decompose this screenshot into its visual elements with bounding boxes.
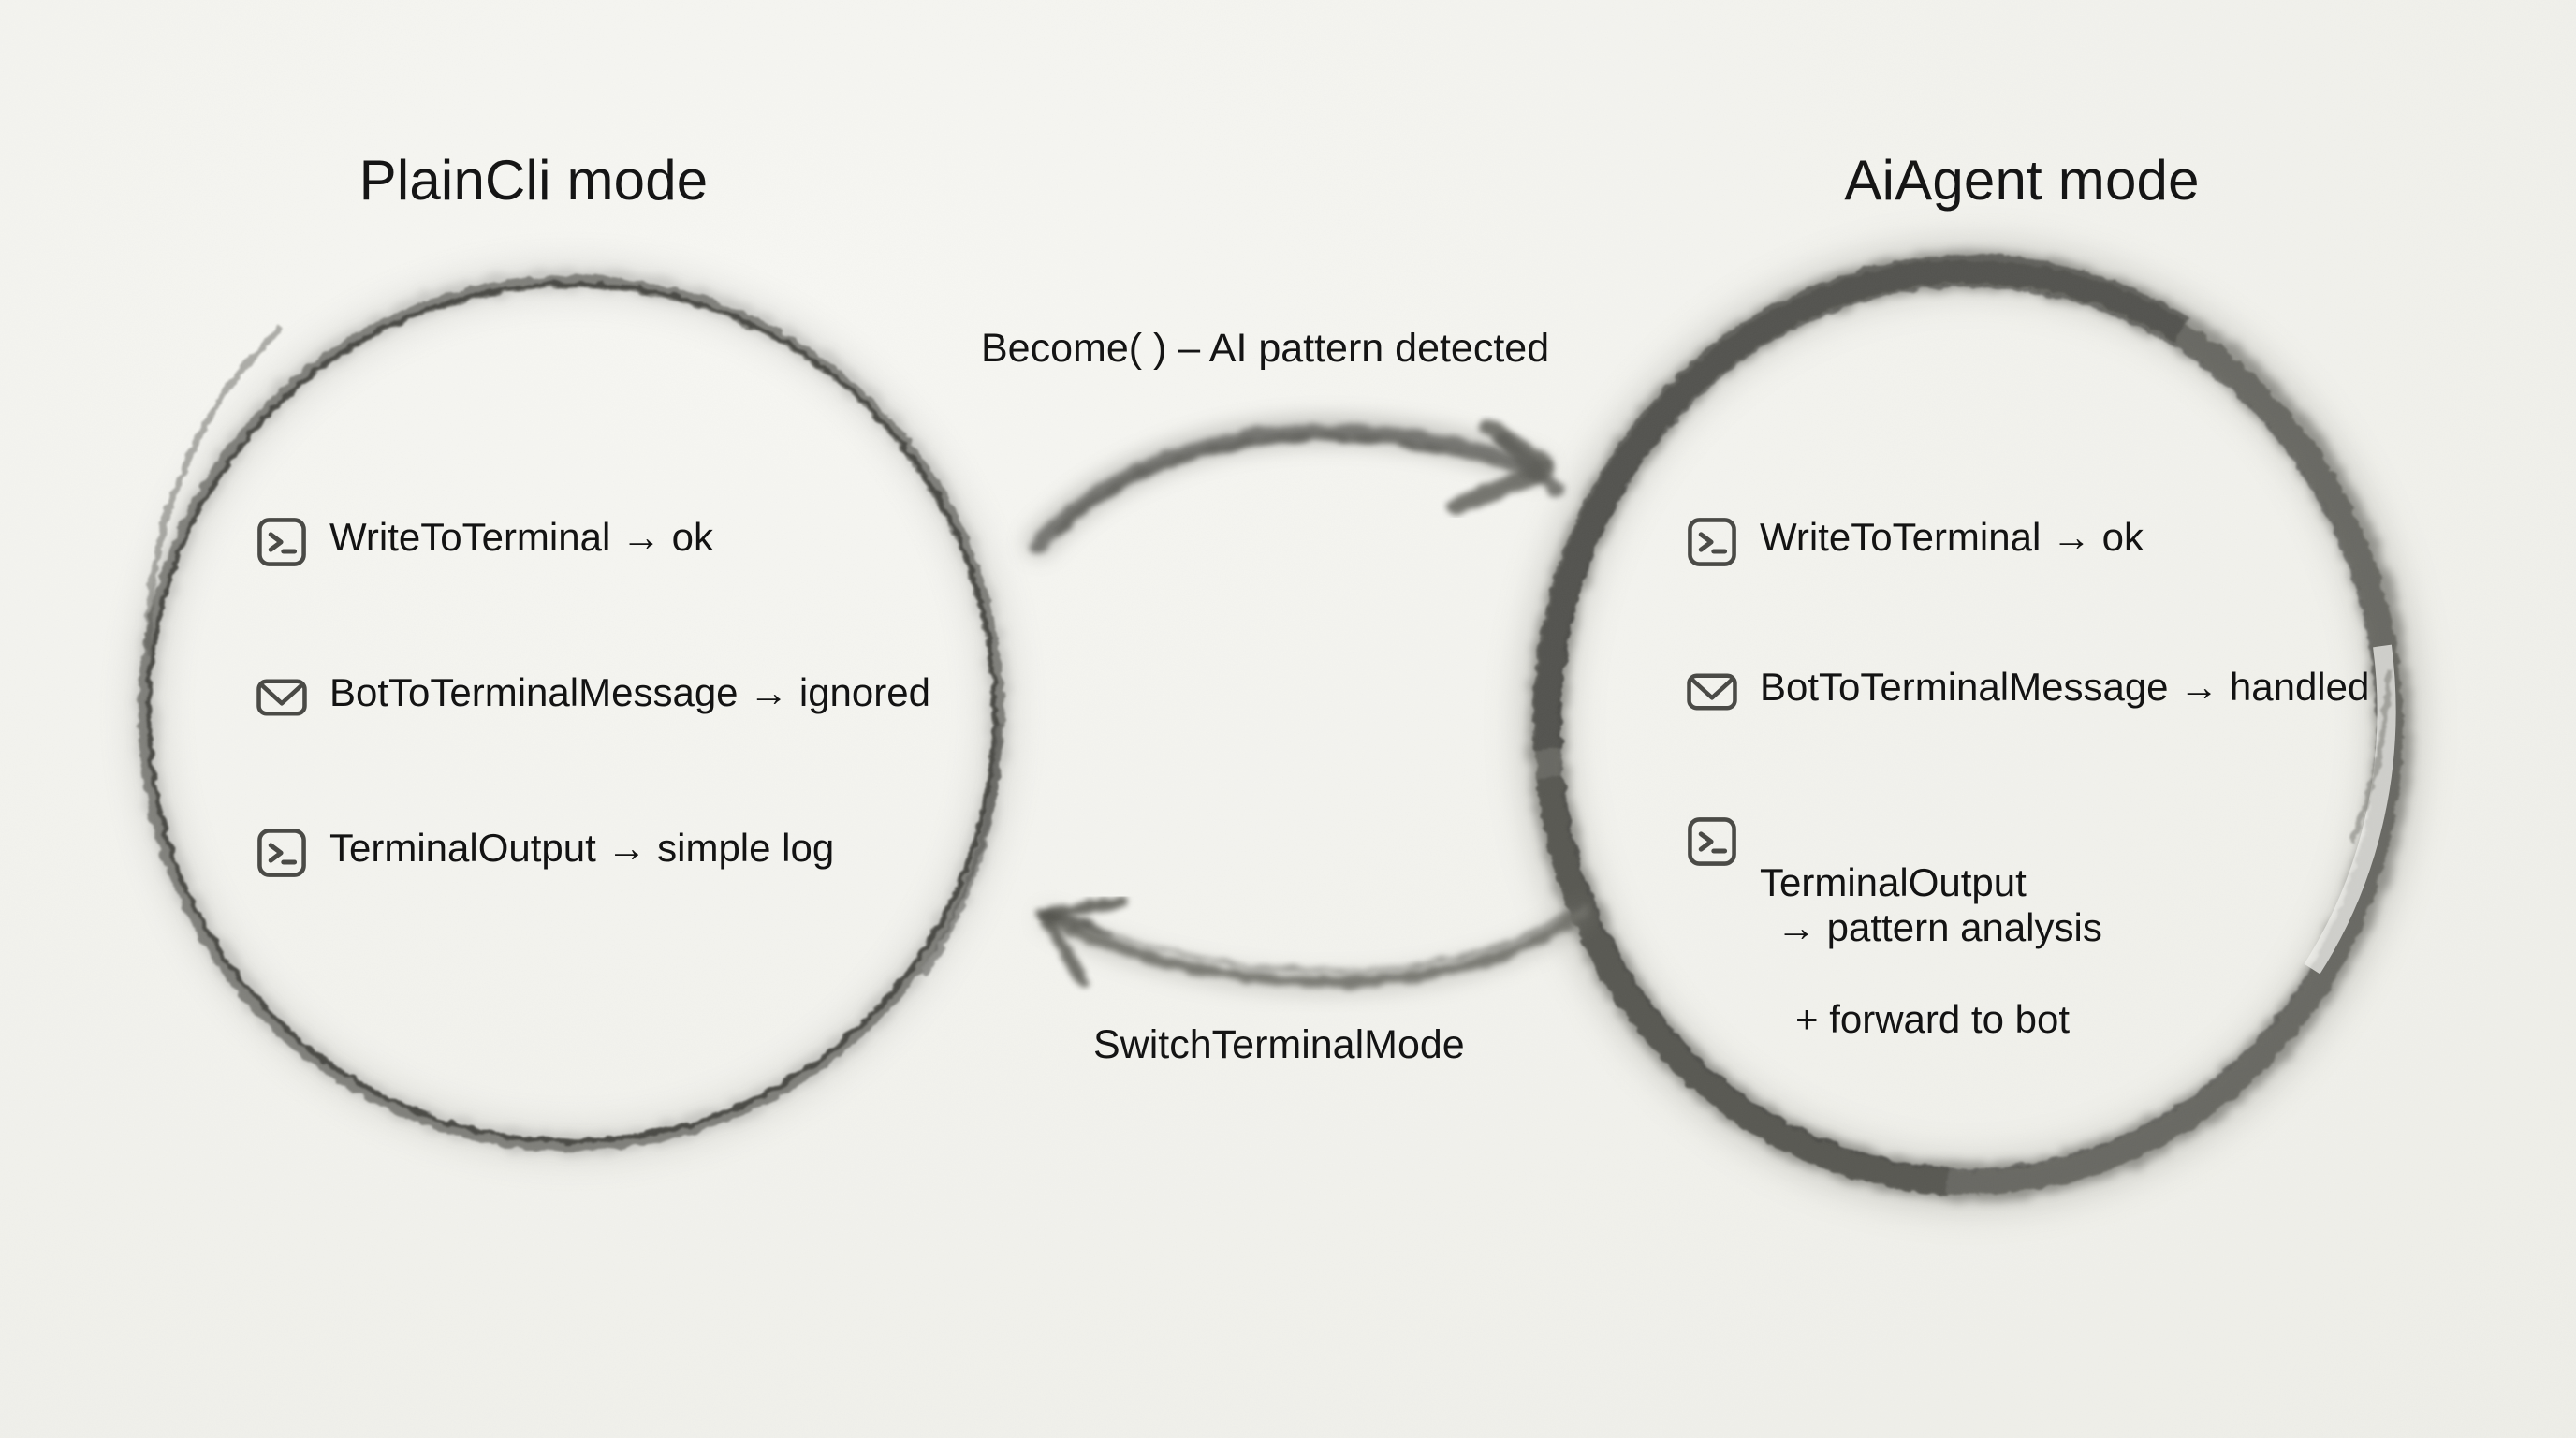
list-item-label: BotToTerminalMessage → ignored: [329, 670, 930, 714]
list-item-label: BotToTerminalMessage → handled: [1760, 665, 2370, 709]
state-title-plaincli: PlainCli mode: [359, 149, 709, 212]
list-item-label-line3: + forward to bot: [1795, 996, 2070, 1041]
transition-label-to-plaincli: SwitchTerminalMode: [1093, 1022, 1465, 1067]
list-item: WriteToTerminal → ok: [1685, 513, 2490, 569]
list-item-label: TerminalOutput → simple log: [329, 826, 835, 870]
list-item: WriteToTerminal → ok: [255, 513, 966, 569]
envelope-icon: [1685, 665, 1739, 719]
terminal-icon: [255, 515, 309, 569]
list-item-label-line1: TerminalOutput: [1760, 859, 2027, 904]
transition-label-to-aiagent: Become( ) – AI pattern detected: [981, 326, 1550, 371]
list-item-label: WriteToTerminal → ok: [329, 515, 713, 559]
terminal-icon: [255, 826, 309, 880]
list-item: BotToTerminalMessage → ignored: [255, 668, 966, 725]
envelope-icon: [255, 670, 309, 725]
terminal-icon: [1685, 515, 1739, 569]
list-item: TerminalOutput → pattern analysis + forw…: [1685, 813, 2490, 1088]
list-item-label: WriteToTerminal → ok: [1760, 515, 2144, 559]
list-item-label-line2: → pattern analysis: [1777, 905, 2102, 950]
list-item: TerminalOutput → simple log: [255, 824, 966, 880]
list-item-multiline: TerminalOutput → pattern analysis + forw…: [1760, 813, 2102, 1088]
state-items-plaincli: WriteToTerminal → ok BotToTerminalMessag…: [255, 513, 966, 979]
state-items-aiagent: WriteToTerminal → ok BotToTerminalMessag…: [1685, 513, 2490, 1181]
state-title-aiagent: AiAgent mode: [1844, 149, 2200, 212]
terminal-icon: [1685, 814, 1739, 869]
list-item: BotToTerminalMessage → handled: [1685, 663, 2490, 719]
